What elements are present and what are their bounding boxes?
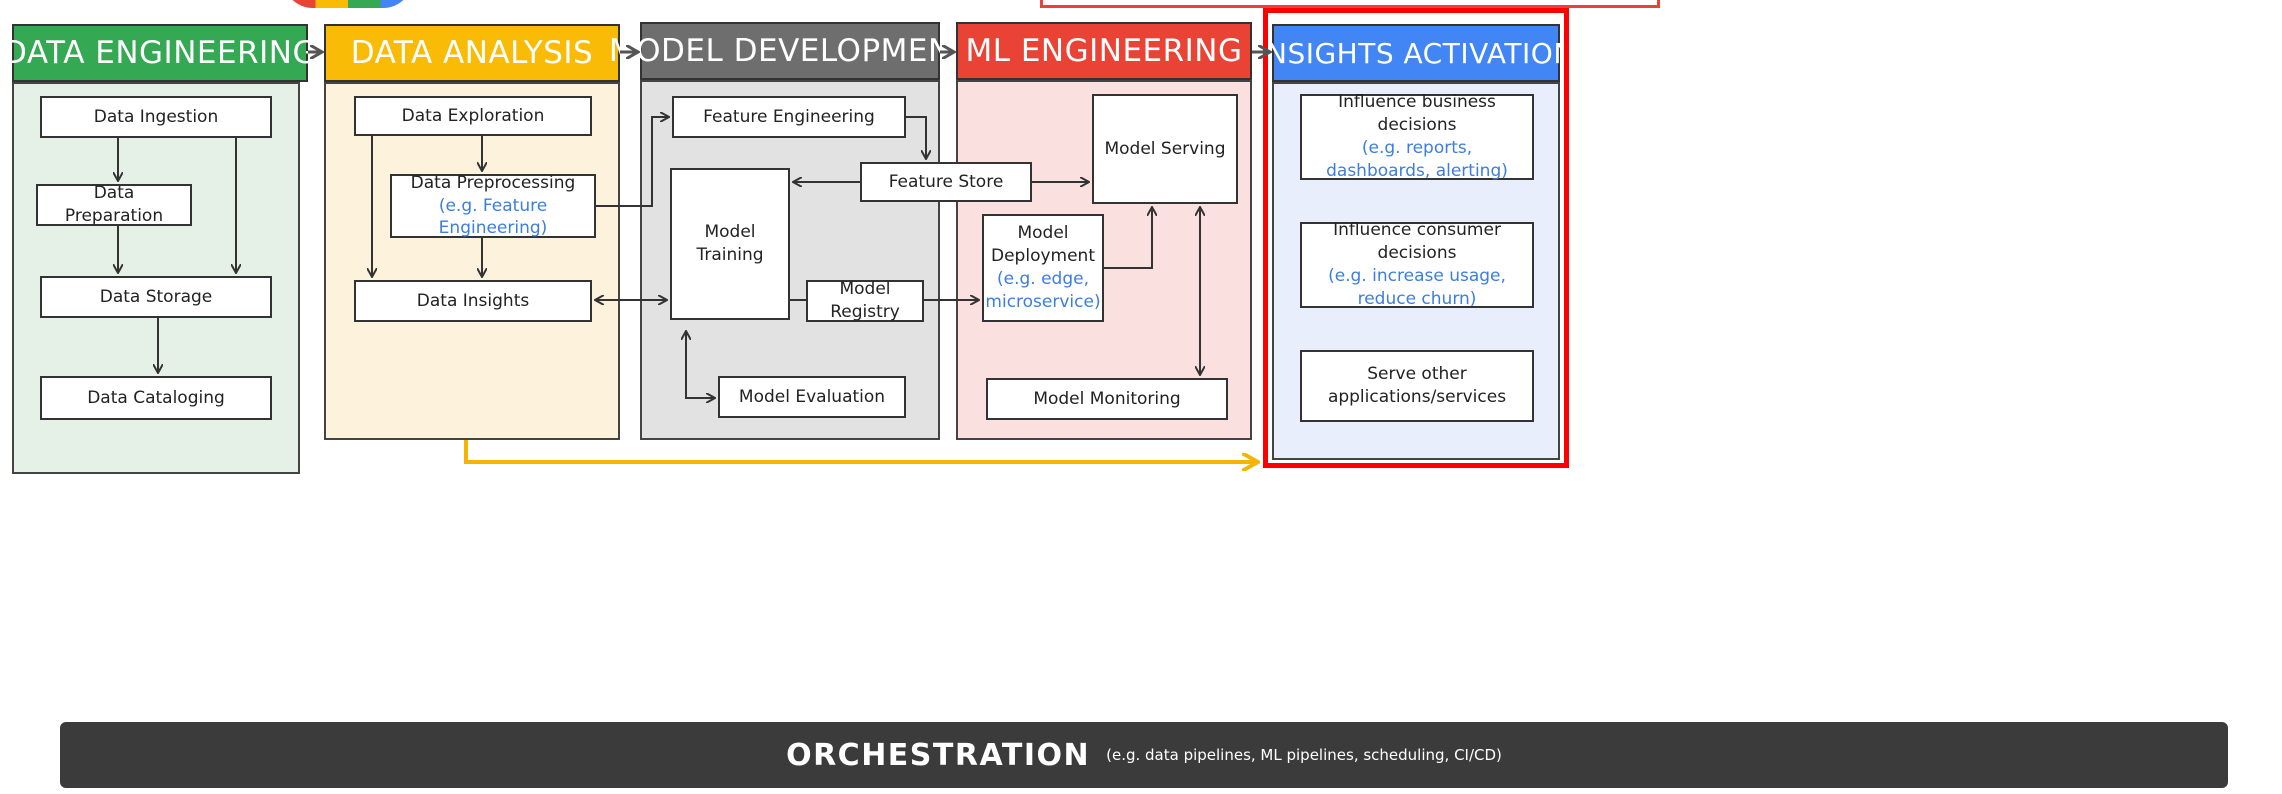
data-insights-box: Data Insights — [354, 280, 592, 322]
data-analysis-column — [324, 82, 620, 440]
model-registry-box: Model Registry — [806, 279, 924, 322]
box-label: Data Preprocessing — [410, 172, 576, 193]
box-label: Influence business decisions — [1338, 92, 1496, 136]
box-note-text: reduce churn) — [1357, 288, 1477, 309]
box-label: Deployment — [991, 246, 1095, 267]
box-label: Model — [704, 222, 756, 243]
orchestration-title: ORCHESTRATION — [786, 737, 1091, 773]
data-cataloging-box: Data Cataloging — [40, 376, 272, 420]
data-preparation-box: Data Preparation — [36, 183, 192, 226]
box-note-text: microservice) — [985, 291, 1101, 312]
box-label: Data Preparation — [64, 183, 164, 226]
feature-engineering-box: Feature Engineering — [672, 96, 906, 138]
box-label: Data Exploration — [401, 105, 545, 126]
box-note-text: (e.g. increase usage, — [1328, 266, 1506, 286]
box-label: Data Cataloging — [87, 387, 225, 408]
box-note-text: (e.g. reports, — [1361, 138, 1473, 158]
box-label: applications/services — [1327, 387, 1507, 407]
box-label: Data Insights — [416, 290, 530, 311]
box-label: Data Ingestion — [93, 106, 219, 127]
business-decisions-box: Influence business decisions (e.g. repor… — [1300, 92, 1534, 181]
data-preprocessing-box: Data Preprocessing (e.g. Feature Enginee… — [390, 172, 596, 239]
data-analysis-header: DATA ANALYSIS — [324, 24, 620, 82]
data-engineering-header: DATA ENGINEERING — [3, 24, 316, 82]
box-label: Model Evaluation — [738, 386, 886, 407]
data-exploration-box: Data Exploration — [354, 96, 592, 136]
box-label: Feature Store — [888, 171, 1004, 192]
model-deployment-box: Model Deployment (e.g. edge, microservic… — [982, 214, 1104, 322]
box-label: Model Monitoring — [1033, 388, 1181, 409]
insights-activation-header: INSIGHTS ACTIVATION — [1257, 24, 1574, 82]
data-storage-box: Data Storage — [40, 276, 272, 318]
model-development-header: MODEL DEVELOPMENT — [609, 22, 971, 80]
insights-highlight-frame — [1263, 8, 1569, 468]
top-highlight-bracket — [1040, 0, 1660, 8]
model-monitoring-box: Model Monitoring — [986, 378, 1228, 420]
box-label: Feature Engineering — [703, 106, 875, 127]
orchestration-note: (e.g. data pipelines, ML pipelines, sche… — [1106, 746, 1502, 764]
cloud-logo-icon — [283, 0, 413, 8]
box-label: Model Registry — [830, 279, 900, 322]
consumer-decisions-box: Influence consumer decisions (e.g. incre… — [1300, 220, 1534, 309]
box-label: Influence consumer decisions — [1333, 220, 1501, 264]
box-label: Model Serving — [1104, 138, 1226, 159]
orchestration-bar: ORCHESTRATION (e.g. data pipelines, ML p… — [60, 722, 2228, 788]
box-label: Model — [1017, 223, 1069, 244]
box-label: Data Storage — [99, 286, 213, 307]
box-label: Training — [696, 245, 764, 265]
model-serving-box: Model Serving — [1092, 94, 1238, 204]
feature-store-box: Feature Store — [860, 162, 1032, 202]
box-note-text: (e.g. edge, — [997, 269, 1089, 289]
box-note-text: dashboards, alerting) — [1326, 160, 1508, 181]
model-training-box: Model Training — [670, 168, 790, 320]
box-note-text: (e.g. Feature Engineering) — [438, 195, 548, 239]
ml-engineering-header: ML ENGINEERING — [956, 22, 1252, 80]
data-ingestion-box: Data Ingestion — [40, 96, 272, 138]
box-label: Serve other — [1367, 364, 1467, 385]
model-evaluation-box: Model Evaluation — [718, 376, 906, 418]
serve-other-box: Serve other applications/services — [1300, 350, 1534, 422]
